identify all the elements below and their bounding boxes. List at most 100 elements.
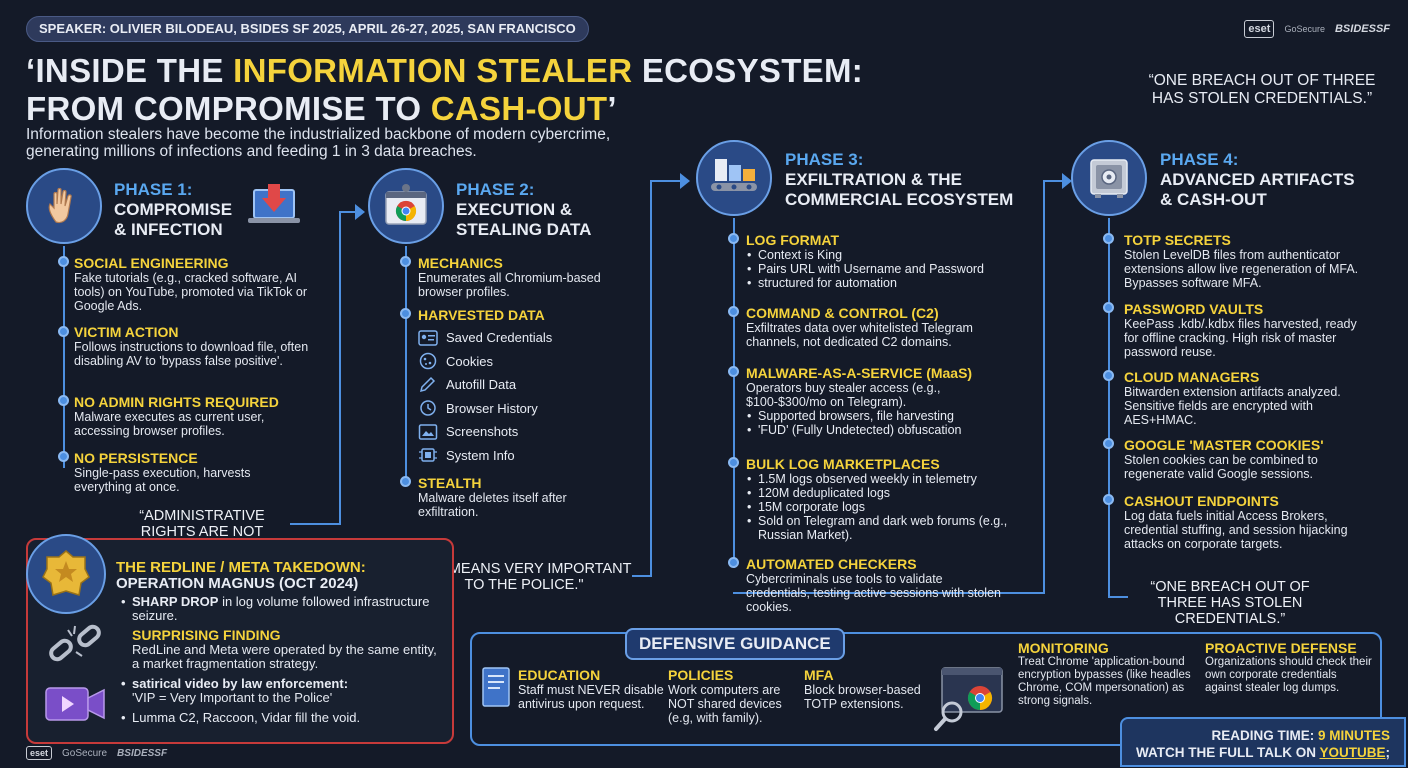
defensive-guidance-panel [470,632,1382,746]
section-heading: PASSWORD VAULTS [1124,301,1264,317]
phase3-marketplaces: BULK LOG MARKETPLACES 1.5M logs observed… [746,456,1016,542]
bullet-item: Lumma C2, Raccoon, Vidar fill the void. [120,711,440,726]
section-text: 'VIP = Very Important to the Police' [132,690,333,705]
defense-education: EDUCATION Staff must NEVER disable antiv… [518,667,664,711]
section-heading: MFA [804,667,834,683]
timeline-dot [1103,438,1114,449]
reading-time-label: READING TIME: [1211,728,1318,743]
section-text: Malware deletes itself after exfiltratio… [418,491,567,519]
defense-policies: POLICIES Work computers are NOT shared d… [668,667,794,725]
defense-monitoring: MONITORING Treat Chrome 'application-bou… [1018,640,1202,708]
section-heading: CASHOUT ENDPOINTS [1124,493,1279,509]
bullet-item: structured for automation [746,276,1026,290]
section-text: Stolen LevelDB files from authenticator … [1124,248,1359,290]
timeline-dot [1103,233,1114,244]
phase3-label: PHASE 3: [785,150,864,169]
section-text: Block browser-based TOTP extensions. [804,683,921,711]
section-text: Stolen cookies can be combined to regene… [1124,453,1318,481]
section-text: Malware executes as current user, access… [74,410,265,438]
phase4-label: PHASE 4: [1160,150,1239,169]
harvest-item: Screenshots [418,420,638,444]
sponsor-logos-bottom: eset GoSecure BSIDESSF [26,746,167,760]
section-text: Enumerates all Chromium-based browser pr… [418,271,601,299]
phase3-log-format: LOG FORMAT Context is King Pairs URL wit… [746,232,1026,290]
timeline-dot [728,366,739,377]
police-badge-icon [42,550,90,596]
harvest-item: Saved Credentials [418,326,638,350]
chrome-magnifier-icon [932,666,1006,739]
phase4-quote: “ONE BREACH OUT OF THREE HAS STOLEN CRED… [1150,579,1310,627]
phase1-label: PHASE 1: [114,180,193,199]
bullet-item: Supported browsers, file harvesting [746,409,1016,423]
youtube-link[interactable]: YOUTUBE [1319,745,1386,760]
video-camera-icon [44,684,106,729]
connector-end [1108,596,1128,598]
phase4-title: ADVANCED ARTIFACTS [1160,170,1355,189]
timeline-dot [728,306,739,317]
connector-3-4-h [733,592,1045,594]
section-text: Log data fuels initial Access Brokers, c… [1124,509,1348,551]
timeline-dot [58,326,69,337]
bullet-item: Pairs URL with Username and Password [746,262,1026,276]
timeline-dot [400,308,411,319]
phase4-cashout: CASHOUT ENDPOINTS Log data fuels initial… [1124,493,1374,551]
connector-1-2-top [339,211,359,213]
bsides-logo: BSIDESSF [117,747,168,759]
defense-proactive: PROACTIVE DEFENSE Organizations should c… [1205,640,1375,695]
section-heading: CLOUD MANAGERS [1124,369,1260,385]
connector-2-3-top [650,180,682,182]
phase4-timeline [1108,218,1110,598]
harvest-item-label: Autofill Data [446,377,517,393]
phase3-maas: MALWARE-AS-A-SERVICE (MaaS) Operators bu… [746,365,1016,437]
section-heading: STEALTH [418,475,482,491]
section-heading: AUTOMATED CHECKERS [746,556,917,572]
phase1-heading: PHASE 1: COMPROMISE & INFECTION [114,180,232,240]
timeline-dot [728,557,739,568]
connector-2-3 [650,181,652,576]
broken-chain-icon [44,616,106,677]
police-badge-circle [26,534,106,614]
title-part: ECOSYSTEM: [632,52,864,89]
bullet-text: in log volume followed infrastructure se… [132,594,430,623]
timeline-dot [58,451,69,462]
arrow-icon [1062,173,1072,189]
section-heading: SOCIAL ENGINEERING [74,255,229,271]
section-heading: VICTIM ACTION [74,324,179,340]
section-heading: COMMAND & CONTROL (C2) [746,305,939,321]
watch-suffix: ; [1385,745,1391,760]
watch-label: WATCH THE FULL TALK ON [1136,745,1320,760]
section-text: Bitwarden extension artifacts analyzed. … [1124,385,1341,427]
phase3-checkers: AUTOMATED CHECKERS Cybercriminals use to… [746,556,1002,614]
timeline-dot [1103,370,1114,381]
phase1-no-admin: NO ADMIN RIGHTS REQUIRED Malware execute… [74,394,314,438]
title-highlight: CASH-OUT [430,90,608,127]
arrow-icon [355,204,365,220]
reading-time-value: 9 MINUTES [1317,728,1390,743]
section-text: Treat Chrome 'application-bound encrypti… [1018,656,1191,707]
harvest-item-label: Browser History [446,400,538,416]
phase2-quote: "VIP MEANS VERY IMPORTANT TO THE POLICE.… [416,561,632,593]
phase2-stealth: STEALTH Malware deletes itself after exf… [418,475,618,519]
phase1-icon [26,168,102,244]
chip-icon [419,448,437,462]
intro-text: Information stealers have become the ind… [26,126,611,160]
section-heading: HARVESTED DATA [418,307,545,323]
timeline-dot [1103,302,1114,313]
defensive-guidance-title: DEFENSIVE GUIDANCE [625,628,845,660]
bullet-item: Context is King [746,248,1026,262]
section-text: Organizations should check their own cor… [1205,656,1372,694]
phase3-timeline [733,218,735,568]
section-heading: EDUCATION [518,667,601,683]
phase4-cookies: GOOGLE 'MASTER COOKIES' Stolen cookies c… [1124,437,1374,481]
title-part: FROM COMPROMISE TO [26,90,431,127]
section-text: Follows instructions to download file, o… [74,340,309,368]
sponsor-logos-top: eset GoSecure BSIDESSF [1220,18,1390,40]
history-clock-icon [420,400,436,416]
speaker-text: SPEAKER: OLIVIER BILODEAU, BSIDES SF 202… [39,21,576,36]
phase2-title: STEALING DATA [456,220,592,239]
connector-3-4-top [1043,180,1065,182]
title-highlight: INFORMATION STEALER [233,52,633,89]
phase3-icon [696,140,772,216]
section-heading: BULK LOG MARKETPLACES [746,456,940,472]
phase1-title: & INFECTION [114,220,223,239]
